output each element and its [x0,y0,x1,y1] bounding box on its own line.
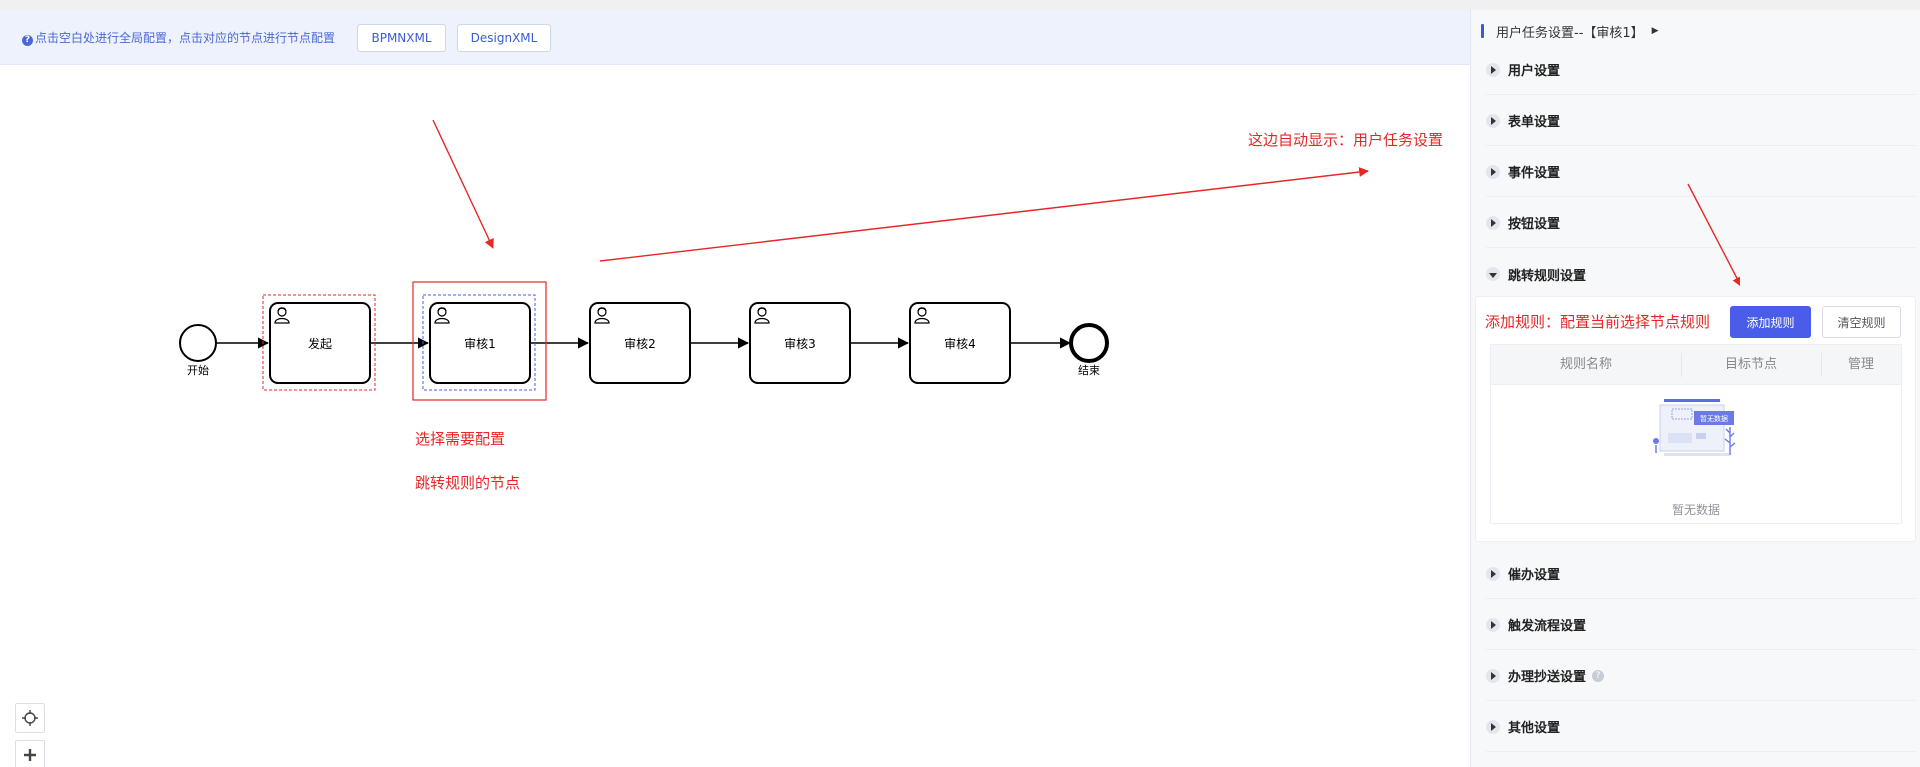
end-event[interactable]: 结束 [1069,323,1109,377]
section-label: 催办设置 [1508,568,1561,583]
zoom-in-button[interactable] [15,740,45,767]
svg-text:暂无数据: 暂无数据 [1700,414,1728,423]
task-review-4[interactable]: 审核4 [909,302,1011,384]
section-urge-settings[interactable]: 催办设置 [1486,549,1916,599]
panel-title-text: 用户任务设置--【审核1】 [1496,25,1644,41]
top-strip [0,0,1920,10]
section-form-settings[interactable]: 表单设置 [1486,96,1916,146]
expand-icon [1486,668,1500,683]
section-label: 表单设置 [1508,115,1561,130]
annotation-add-rule: 添加规则：配置当前选择节点规则 [1485,313,1711,331]
section-other-settings[interactable]: 其他设置 [1486,702,1916,752]
section-label: 用户设置 [1508,64,1561,79]
caret-right-icon[interactable]: ▶ [1651,26,1659,36]
empty-data-text: 暂无数据 [1671,503,1720,517]
section-jump-rule-settings[interactable]: 跳转规则设置 [1486,249,1916,299]
section-cc-settings[interactable]: 办理抄送设置 ? [1486,651,1916,701]
annotation-arrow-panel [1687,183,1740,287]
task-label: 审核4 [944,336,976,351]
annotation-select-line2: 跳转规则的节点 [415,474,521,492]
expand-icon [1486,62,1500,77]
title-accent-bar [1481,24,1484,38]
annotation-arrow [599,167,1369,262]
annotation-arrow [432,119,494,249]
start-event-label: 开始 [187,363,209,377]
annotation-select-line1: 选择需要配置 [415,430,506,448]
help-icon[interactable]: ? [1592,669,1605,682]
expand-icon [1486,113,1500,128]
expand-icon [1486,164,1500,179]
task-label: 审核1 [464,336,496,351]
section-label: 按钮设置 [1508,217,1561,232]
add-rule-button[interactable]: 添加规则 [1730,306,1811,338]
task-label: 审核2 [624,336,656,351]
empty-data-illustration: 暂无数据 [1653,399,1736,456]
section-label: 事件设置 [1508,166,1561,181]
task-review-3[interactable]: 审核3 [749,302,851,384]
expand-icon [1486,566,1500,581]
annotation-auto-show: 这边自动显示：用户任务设置 [1248,131,1444,149]
task-initiate[interactable]: 发起 [262,294,376,391]
config-hint: ?点击空白处进行全局配置，点击对应的节点进行节点配置 [22,29,335,46]
rule-table-header: 规则名称 目标节点 管理 [1491,345,1901,385]
section-label: 触发流程设置 [1508,619,1587,634]
section-label: 办理抄送设置 [1508,670,1587,685]
canvas-toolbar: ?点击空白处进行全局配置，点击对应的节点进行节点配置 BPMNXML Desig… [0,10,1470,65]
section-label: 其他设置 [1508,721,1561,736]
col-target-node: 目标节点 [1724,357,1777,372]
task-label: 审核3 [784,336,816,351]
task-review-1[interactable]: 审核1 [412,281,547,401]
design-xml-button[interactable]: DesignXML [457,24,551,52]
process-diagram: 开始 发起 审核1 [179,119,1369,401]
config-hint-text: 点击空白处进行全局配置，点击对应的节点进行节点配置 [35,31,336,45]
task-label: 发起 [308,336,332,351]
task-review-2[interactable]: 审核2 [589,302,691,384]
end-event-label: 结束 [1078,364,1100,377]
crosshair-icon [22,710,38,726]
expand-icon [1486,215,1500,230]
expand-icon [1486,617,1500,632]
bpmn-canvas[interactable]: ?点击空白处进行全局配置，点击对应的节点进行节点配置 BPMNXML Desig… [0,10,1470,767]
panel-title: 用户任务设置--【审核1】 ▶ [1481,21,1659,41]
col-manage: 管理 [1847,357,1874,372]
col-rule-name: 规则名称 [1559,357,1612,372]
expand-icon [1486,719,1500,734]
question-icon: ? [22,35,33,46]
start-event[interactable]: 开始 [179,324,217,377]
section-label: 跳转规则设置 [1508,268,1587,284]
plus-icon [24,749,36,761]
fit-view-button[interactable] [15,703,45,733]
section-user-settings[interactable]: 用户设置 [1486,45,1916,95]
clear-rule-button[interactable]: 清空规则 [1822,306,1901,338]
section-button-settings[interactable]: 按钮设置 [1486,198,1916,248]
rule-table: 规则名称 目标节点 管理 暂无数据 暂无数据 [1490,344,1902,524]
bpmn-xml-button[interactable]: BPMNXML [357,24,446,52]
section-trigger-flow-settings[interactable]: 触发流程设置 [1486,600,1916,650]
collapse-icon [1486,267,1500,281]
section-event-settings[interactable]: 事件设置 [1486,147,1916,197]
